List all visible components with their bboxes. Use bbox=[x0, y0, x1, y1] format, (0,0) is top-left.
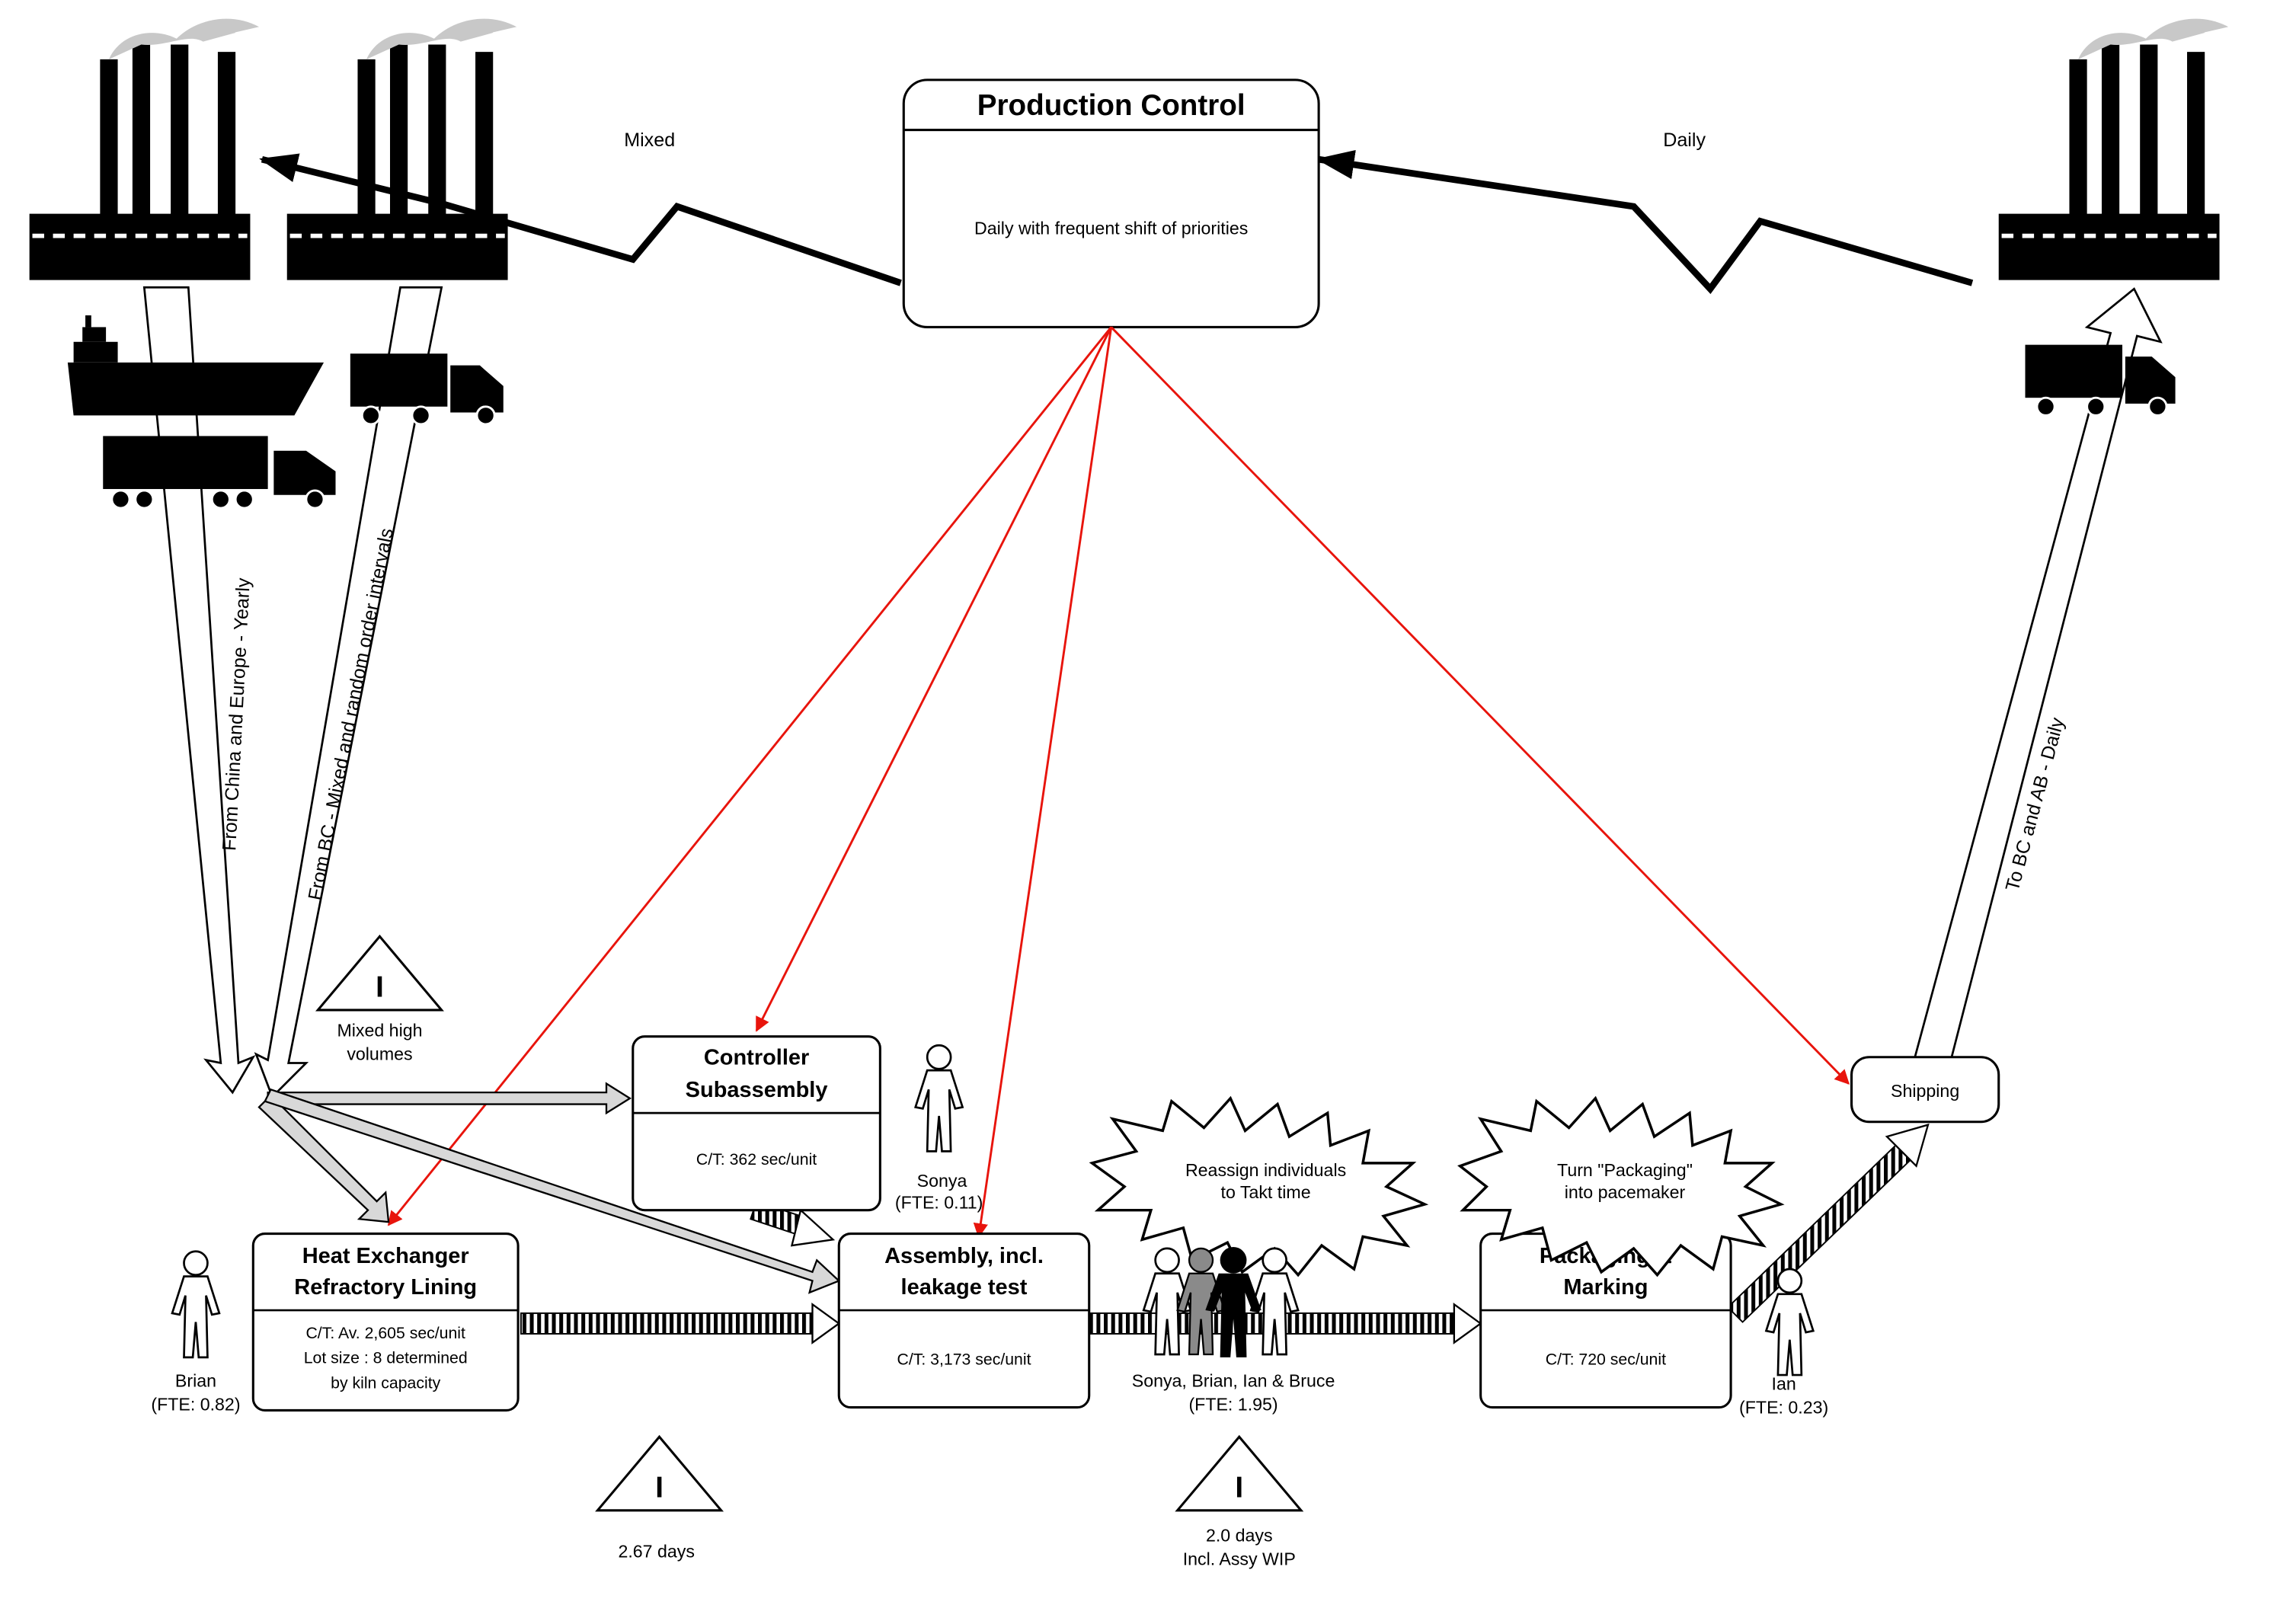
process-box-controller-subassembly bbox=[632, 1035, 881, 1212]
operator-sonya-name: Sonya bbox=[917, 1171, 967, 1191]
process-lot-heat-exchanger-2: by kiln capacity bbox=[331, 1373, 440, 1392]
inventory-assembly-to-packaging-label-2: Incl. Assy WIP bbox=[1183, 1549, 1296, 1568]
supplier-factory-local-icon bbox=[286, 18, 517, 280]
kaizen-burst-icon-pacemaker bbox=[1457, 1095, 1785, 1277]
inventory-he-to-assembly-label: 2.67 days bbox=[618, 1542, 694, 1562]
operator-ian-fte: (FTE: 0.23) bbox=[1739, 1397, 1828, 1417]
production-control-title: Production Control bbox=[977, 89, 1246, 122]
shipping-label: Shipping bbox=[1891, 1081, 1959, 1101]
inventory-assembly-to-packaging-label: 2.0 days bbox=[1206, 1525, 1273, 1545]
process-title-controller: Controller bbox=[704, 1045, 809, 1069]
truck-icon-overseas bbox=[103, 436, 336, 510]
truck-icon-local bbox=[350, 353, 504, 426]
person-icon-sonya bbox=[914, 1044, 964, 1153]
operator-sonya-fte: (FTE: 0.11) bbox=[895, 1193, 983, 1213]
material-flow-arrow-assembly bbox=[264, 1088, 841, 1294]
production-control-note: Daily with frequent shift of priorities bbox=[974, 219, 1248, 238]
operator-brian-name: Brian bbox=[175, 1371, 216, 1391]
process-lot-heat-exchanger: Lot size : 8 determined bbox=[304, 1349, 468, 1367]
operator-ian-name: Ian bbox=[1772, 1373, 1796, 1393]
process-ct-assembly: C/T: 3,173 sec/unit bbox=[897, 1351, 1031, 1369]
person-icon-brian bbox=[171, 1250, 221, 1359]
process-title-heat-exchanger-2: Refractory Lining bbox=[294, 1275, 477, 1300]
process-box-heat-exchanger bbox=[251, 1233, 520, 1412]
inventory-raw-label: Mixed high bbox=[337, 1021, 422, 1041]
kaizen-pacemaker-text: Turn "Packaging" bbox=[1557, 1160, 1693, 1180]
process-title-assembly-2: leakage test bbox=[901, 1275, 1028, 1300]
process-ct-heat-exchanger: C/T: Av. 2,605 sec/unit bbox=[305, 1324, 465, 1342]
ship-icon bbox=[67, 315, 325, 416]
inventory-triangle-icon-he-to-assembly: I bbox=[595, 1434, 724, 1512]
shipment-arrow-customer bbox=[1911, 287, 2163, 1064]
svg-text:I: I bbox=[376, 971, 384, 1004]
push-arrow-he-to-assembly bbox=[520, 1303, 841, 1344]
kaizen-burst-icon-takt bbox=[1089, 1095, 1429, 1277]
schedule-lines bbox=[387, 326, 1850, 1239]
customer-signal-label: Daily bbox=[1663, 129, 1706, 151]
shipping-box bbox=[1850, 1056, 2000, 1124]
process-box-packaging bbox=[1479, 1233, 1732, 1409]
process-title-heat-exchanger: Heat Exchanger bbox=[302, 1244, 469, 1268]
material-flow-arrow-controller bbox=[267, 1082, 632, 1115]
process-title-assembly: Assembly, incl. bbox=[884, 1244, 1044, 1268]
process-ct-packaging: C/T: 720 sec/unit bbox=[1546, 1351, 1666, 1369]
kaizen-takt-text: Reassign individuals bbox=[1185, 1160, 1346, 1180]
process-title-packaging-2: Marking bbox=[1563, 1275, 1648, 1300]
material-flow-arrow-heat-exchanger bbox=[257, 1094, 390, 1223]
svg-text:I: I bbox=[655, 1471, 664, 1504]
customer-factory-icon bbox=[1998, 18, 2229, 280]
truck-icon-customer bbox=[2025, 344, 2176, 417]
lightning-arrow-to-suppliers bbox=[259, 153, 902, 286]
supplier-factory-overseas-icon bbox=[29, 18, 260, 280]
push-arrow-packaging-to-shipping bbox=[1726, 1123, 1930, 1323]
kaizen-takt-text-2: to Takt time bbox=[1221, 1182, 1311, 1202]
process-ct-controller: C/T: 362 sec/unit bbox=[696, 1150, 817, 1169]
operator-brian-fte: (FTE: 0.82) bbox=[151, 1394, 240, 1414]
kaizen-pacemaker-text-2: into pacemaker bbox=[1565, 1182, 1686, 1202]
inventory-triangle-icon-assembly-to-packaging: I bbox=[1175, 1434, 1304, 1512]
inventory-raw-label-2: volumes bbox=[347, 1044, 412, 1064]
lightning-arrow-to-production-control bbox=[1316, 149, 1974, 295]
operator-team-fte: (FTE: 1.95) bbox=[1188, 1394, 1278, 1414]
supplier-signal-label: Mixed bbox=[624, 129, 675, 151]
person-icon-team bbox=[1142, 1246, 1300, 1357]
process-title-controller-2: Subassembly bbox=[686, 1078, 828, 1102]
operator-team-names: Sonya, Brian, Ian & Bruce bbox=[1132, 1371, 1335, 1391]
svg-text:I: I bbox=[1235, 1471, 1243, 1504]
process-box-assembly bbox=[837, 1233, 1091, 1409]
route-label-overseas: From China and Europe - Yearly bbox=[219, 577, 254, 851]
inventory-triangle-icon-raw: I bbox=[315, 934, 444, 1012]
